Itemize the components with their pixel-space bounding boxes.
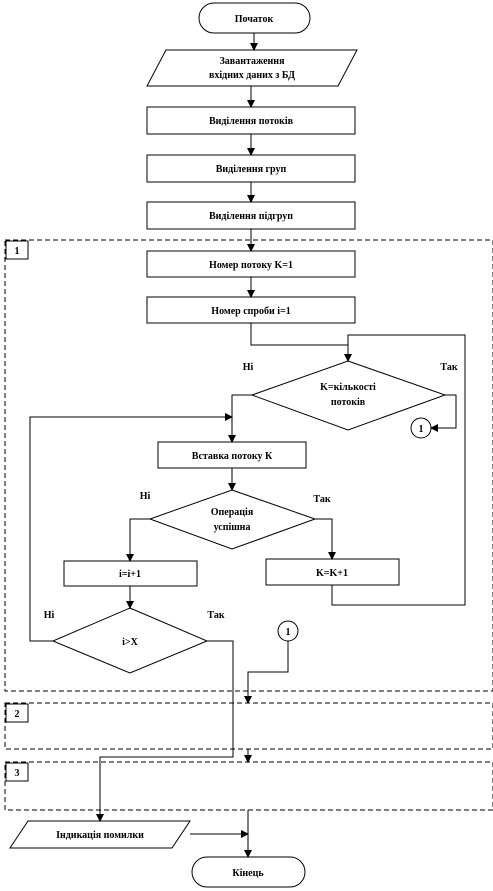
- groups-label: Виділення груп: [216, 164, 287, 175]
- decision-2-label-2: успішна: [214, 522, 251, 533]
- load-data-label-2: вхідних даних з БД: [209, 70, 295, 81]
- edge-decision3-yes: [96, 640, 234, 822]
- attempt-limit-decision: [51, 607, 209, 674]
- decision-1-yes: Так: [440, 362, 457, 373]
- edge-decision1-yes: [430, 394, 457, 432]
- block-2-region: [4, 702, 493, 750]
- decision-3-no: Ні: [44, 610, 55, 621]
- thread-number-label: Номер потоку K=1: [209, 260, 293, 271]
- block-1-region: [4, 239, 493, 692]
- decision-1-label-1: K=кількості: [320, 382, 376, 393]
- thread-number-process: [146, 250, 356, 278]
- threads-label: Виділення потоків: [209, 116, 294, 127]
- edge-connector-block2: [244, 641, 289, 704]
- block-1-tag: [5, 240, 29, 260]
- block-2-tag: [5, 703, 29, 723]
- edge-decision2-no: [126, 518, 150, 562]
- subgroups-label: Виділення підгруп: [209, 211, 293, 222]
- start-label: Початок: [235, 14, 274, 25]
- increment-k-label: K=K+1: [316, 568, 348, 579]
- attempt-number-label: Номер спроби i=1: [211, 306, 290, 317]
- edge-decision1-no: [228, 394, 252, 443]
- edge-loop-k: [331, 334, 466, 606]
- block-2-number: 2: [15, 709, 20, 720]
- increment-i-label: i=i+1: [119, 569, 141, 580]
- decision-2-no: Ні: [140, 491, 151, 502]
- operation-success-decision: [148, 489, 317, 550]
- threads-count-decision: [250, 360, 447, 431]
- block-3-region: [4, 761, 493, 811]
- end-label: Кінець: [232, 868, 264, 879]
- insert-thread-label: Вставка потоку К: [192, 451, 273, 462]
- increment-k-process: [265, 558, 400, 586]
- edge-decision3-no: [29, 413, 233, 642]
- decision-2-label-1: Операція: [211, 507, 254, 518]
- decision-2-yes: Так: [313, 494, 330, 505]
- connector-1-out-label: 1: [419, 424, 424, 435]
- decision-1-label-2: потоків: [331, 397, 366, 408]
- block-3-tag: [5, 762, 29, 782]
- threads-process: [146, 106, 356, 135]
- load-data-label-1: Завантаження: [220, 56, 286, 67]
- block-1-number: 1: [15, 246, 20, 257]
- edge-attempt-decision1: [250, 323, 352, 362]
- decision-3-label: i>X: [122, 637, 138, 648]
- load-data-io: [146, 49, 358, 87]
- block-3-number: 3: [15, 768, 20, 779]
- decision-1-no: Ні: [243, 362, 254, 373]
- groups-process: [146, 154, 356, 183]
- connector-1-in-label: 1: [286, 627, 291, 638]
- edge-decision2-yes: [315, 518, 336, 560]
- subgroups-process: [146, 201, 356, 230]
- decision-3-yes: Так: [207, 610, 224, 621]
- error-indication-label: Індикація помилки: [56, 830, 144, 841]
- error-indication-io: [9, 820, 191, 849]
